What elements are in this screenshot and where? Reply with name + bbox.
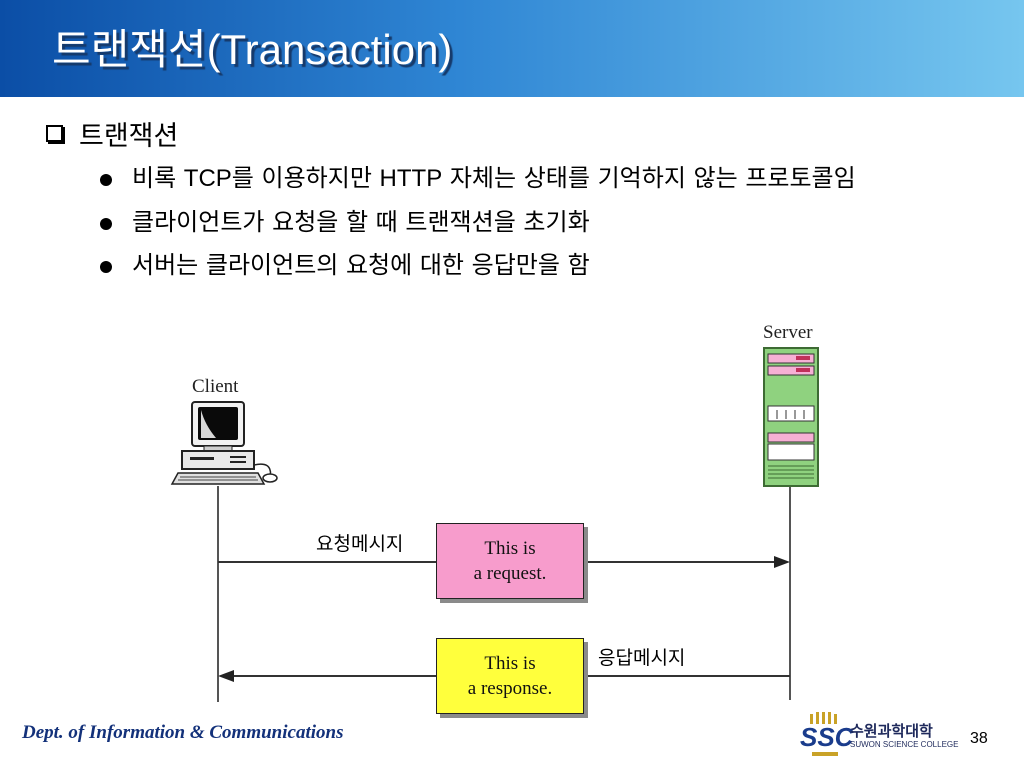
bullet-list: 비록 TCP를 이용하지만 HTTP 자체는 상태를 기억하지 않는 프로토콜임… xyxy=(100,162,1000,292)
logo-ssc-text: SSC xyxy=(800,722,854,752)
logo-english-name: SUWON SCIENCE COLLEGE xyxy=(850,740,959,749)
request-box-line: This is xyxy=(484,538,536,559)
section-heading: 트랜잭션 xyxy=(46,114,178,153)
response-box-line: This is xyxy=(484,653,536,674)
response-box-line: a response. xyxy=(467,678,553,699)
footer-department: Dept. of Information & Communications xyxy=(22,722,344,743)
logo-korean-name: 수원과학대학 xyxy=(850,722,933,740)
bullet-text: 클라이언트가 요청을 할 때 트랜잭션을 초기화 xyxy=(132,208,590,236)
bullet-text-part: HTTP xyxy=(379,165,443,192)
checkbox-bullet-icon xyxy=(46,125,63,142)
slide-title-latin: (Transaction) xyxy=(206,26,453,73)
bullet-dot-icon xyxy=(100,174,112,186)
title-bar: 트랜잭션(Transaction) xyxy=(0,0,1024,97)
request-box-line: a request. xyxy=(473,563,547,584)
bullet-text-part: TCP xyxy=(183,165,232,192)
request-box: This is a request. xyxy=(436,523,584,599)
response-message-label: 응답메시지 xyxy=(598,647,686,669)
server-icon xyxy=(763,347,819,487)
bullet-dot-icon xyxy=(100,218,112,230)
slide-title: 트랜잭션(Transaction) xyxy=(52,16,452,77)
client-label: Client xyxy=(192,376,239,397)
bullet-text: 서버는 클라이언트의 요청에 대한 응답만을 함 xyxy=(132,251,590,279)
response-box: This is a response. xyxy=(436,638,584,714)
client-computer-icon xyxy=(170,401,278,485)
list-item: 클라이언트가 요청을 할 때 트랜잭션을 초기화 xyxy=(100,206,1000,238)
list-item: 서버는 클라이언트의 요청에 대한 응답만을 함 xyxy=(100,249,1000,281)
request-message-label: 요청메시지 xyxy=(316,533,404,555)
bullet-text-part: 비록 xyxy=(132,164,184,192)
section-heading-text: 트랜잭션 xyxy=(79,121,179,152)
bullet-text-part: 자체는 상태를 기억하지 않는 프로토콜임 xyxy=(442,164,856,192)
list-item: 비록 TCP를 이용하지만 HTTP 자체는 상태를 기억하지 않는 프로토콜임 xyxy=(100,162,1000,195)
bullet-dot-icon xyxy=(100,261,112,273)
bullet-text-part: 를 이용하지만 xyxy=(231,164,380,192)
server-label: Server xyxy=(763,322,813,343)
slide-title-korean: 트랜잭션 xyxy=(52,25,207,74)
college-logo: SSC 수원과학대학 SUWON SCIENCE COLLEGE xyxy=(800,712,958,762)
logo-emblem-icon xyxy=(810,712,838,756)
page-number: 38 xyxy=(970,730,988,747)
